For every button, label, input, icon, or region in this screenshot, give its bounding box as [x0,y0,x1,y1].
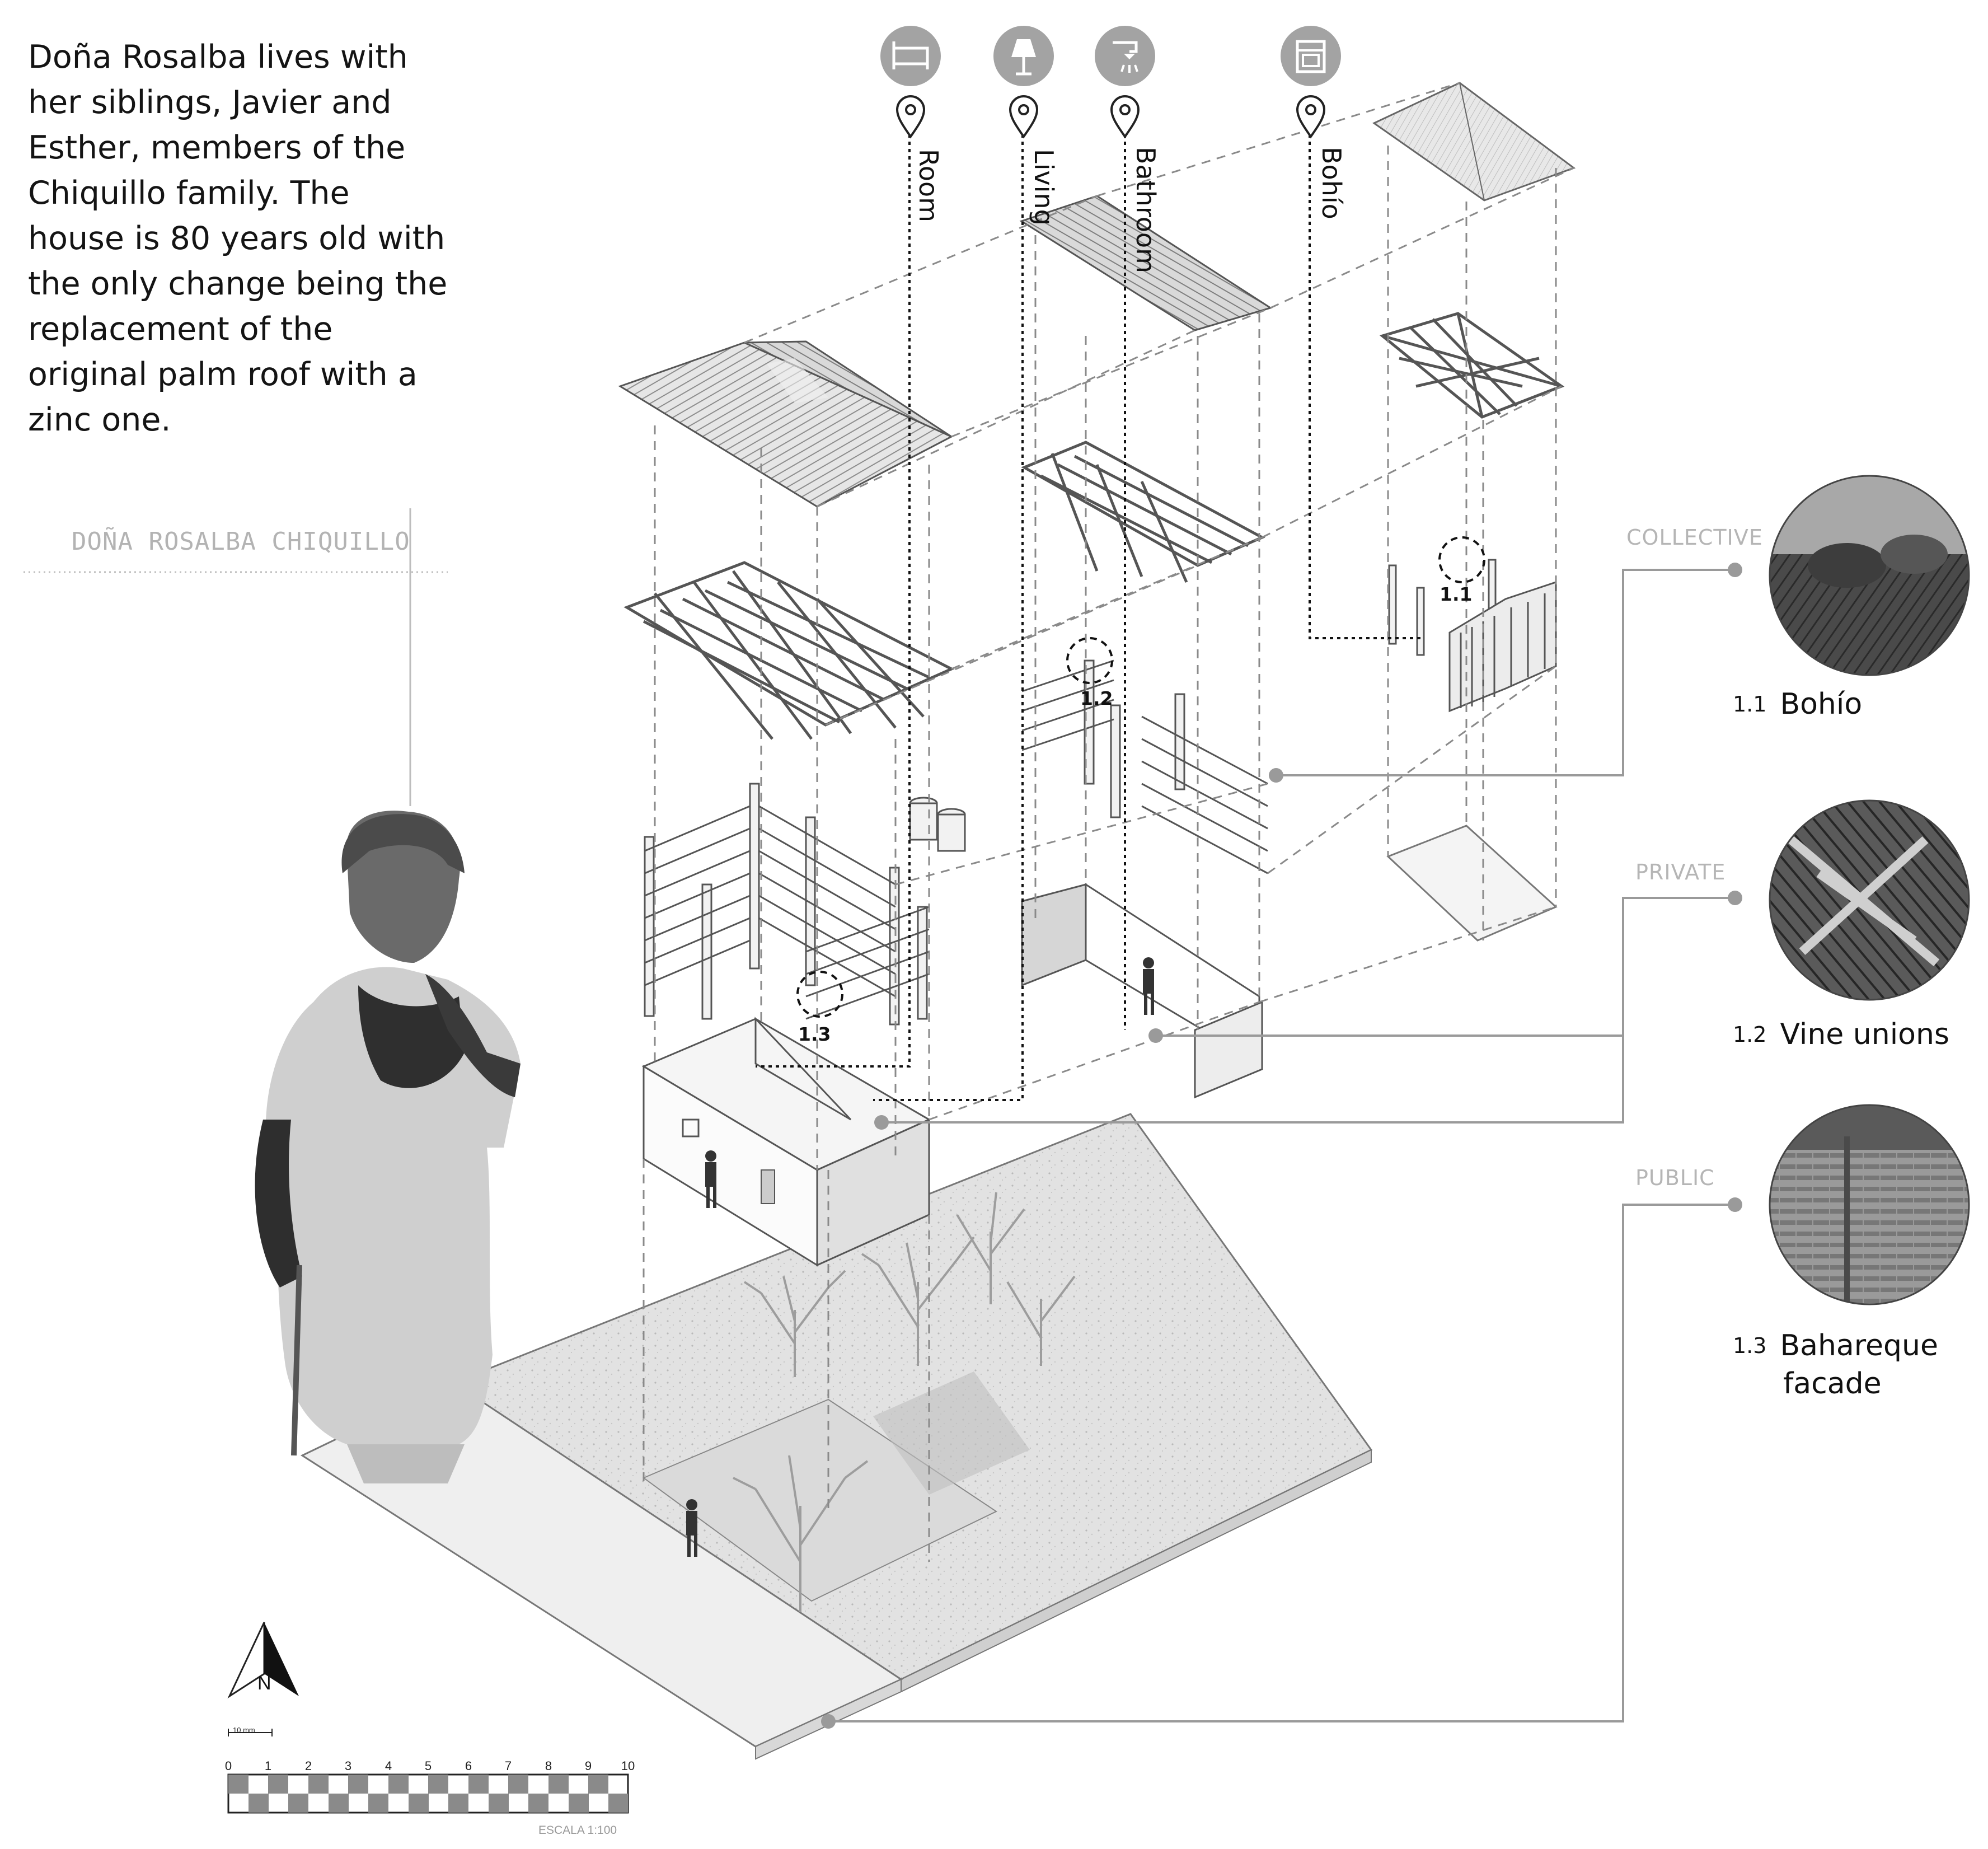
bed-icon [880,26,941,86]
scale-tick-label: 3 [344,1759,352,1773]
scale-tick-label: 7 [504,1759,512,1773]
callout-1-3: 1.3 [798,1023,831,1045]
lamp-icon [993,26,1054,86]
scale-tick-label: 10 [621,1759,635,1773]
space-label-room: Room [913,149,944,222]
callout-circles [796,536,1485,1018]
trees [733,1192,1076,1612]
space-label-bohio: Bohío [1316,147,1347,219]
bohio-floor [1386,825,1558,942]
scale-tick-label: 8 [545,1759,552,1773]
north-label: N [257,1673,271,1694]
space-label-bathroom: Bathroom [1131,147,1161,273]
connector-dots [821,563,1742,1729]
case-number: 1.3 [1733,1333,1767,1358]
scale-tick-label: 1 [264,1759,272,1773]
wall-frames [644,559,1557,1026]
space-label-living: Living [1029,149,1059,226]
intro-text: Doña Rosalba lives with her siblings, Ja… [28,39,448,438]
level-label-private: PRIVATE [1635,860,1726,884]
scale-tick-label: 5 [424,1759,432,1773]
portrait-dona-rosalba [255,811,521,1483]
callout-1-1: 1.1 [1440,583,1473,605]
space-leaders [756,134,1422,1101]
name-divider [24,508,448,806]
projection-lines [643,82,1574,1562]
house-walls [641,1017,931,1267]
callout-1-2: 1.2 [1080,687,1113,709]
main-zinc-roof [618,340,954,508]
case-number: 1.1 [1733,692,1767,717]
case-photo-bahareque-facade [1770,1105,1969,1304]
scale-bar [227,1729,629,1814]
people-figures [686,957,1154,1557]
case-bahareque-facade: 1.3 Bahareque [1733,1329,1938,1363]
scale-tick-label: 0 [224,1759,232,1773]
scale-unit-label: 10 mm [233,1726,255,1734]
case-bohio: 1.1 Bohío [1733,687,1862,721]
case-name: Bohío [1780,687,1863,721]
stove-icon [1281,26,1341,86]
case-photo-vine-unions [1770,801,1969,1000]
level-label-collective: COLLECTIVE [1626,525,1763,550]
location-pins [895,95,1326,139]
scale-tick-label: 2 [304,1759,312,1773]
scale-tick-label: 9 [584,1759,592,1773]
case-name-line2: facade [1783,1367,1882,1401]
case-name: Bahareque [1780,1329,1938,1363]
level-label-public: PUBLIC [1635,1165,1715,1190]
person-name: DOÑA ROSALBA CHIQUILLO [72,527,410,556]
connector-lines [828,569,1735,1722]
case-photo-frames [1769,475,1970,1305]
case-name: Vine unions [1780,1018,1950,1051]
bathroom-walls [1021,883,1263,1099]
north-arrow-icon [227,1622,299,1699]
scale-name: ESCALA 1:100 [538,1824,617,1837]
scale-tick-label: 6 [465,1759,472,1773]
case-vine-unions: 1.2 Vine unions [1733,1018,1949,1051]
case-number: 1.2 [1733,1022,1767,1047]
shower-icon [1095,26,1155,86]
scale-tick-label: 4 [385,1759,392,1773]
